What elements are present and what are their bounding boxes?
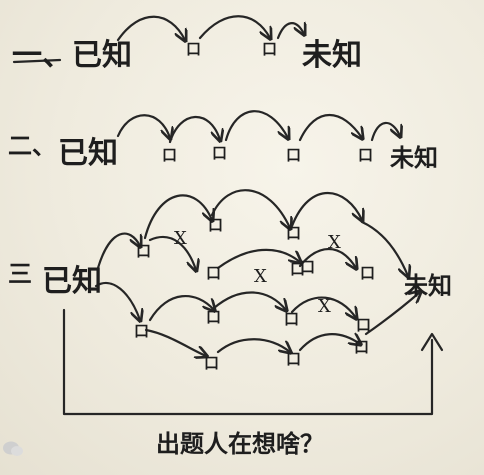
row3-step-11: 口 <box>204 354 220 372</box>
row3-step-10: 口 <box>356 316 372 334</box>
bypass-loop-arrowhead <box>420 332 444 352</box>
row3-arrow-o <box>298 334 360 352</box>
row1-step-1: 口 <box>186 40 202 58</box>
row3-unknown-label: 未知 <box>404 271 452 300</box>
row3-step-1: 口 <box>136 242 152 260</box>
row3-cross-4: X <box>318 296 331 317</box>
row1-known-label: 已知 <box>72 38 132 73</box>
row2-arrow-1 <box>116 114 170 138</box>
row2-step-1: 口 <box>162 146 178 164</box>
row3-arrow-a <box>96 232 140 270</box>
row2-step-4: 口 <box>358 146 374 164</box>
row3-step-9: 口 <box>284 310 300 328</box>
row3-arrow-g <box>216 248 300 270</box>
row3-step-6: 口 <box>360 264 376 282</box>
row2-arrow-4 <box>298 113 362 140</box>
row2-known-label: 已知 <box>58 136 118 171</box>
row3-step-5: 口 <box>290 260 306 278</box>
row3-numeral: 三 <box>8 259 32 288</box>
row2-unknown-label: 未知 <box>390 143 438 172</box>
row2-step-2: 口 <box>212 144 228 162</box>
row3-arrow-l <box>290 296 356 318</box>
row3-step-3: 口 <box>286 224 302 242</box>
row3-cross-3: X <box>254 266 267 287</box>
row3-cross-2: X <box>328 232 341 253</box>
row3-arrow-m <box>144 328 206 356</box>
row1-numeral: 一、 <box>12 38 72 73</box>
row2-arrow-3 <box>224 110 288 140</box>
row3-arrow-h <box>298 247 356 268</box>
row3-arrow-i <box>94 281 140 320</box>
row3-arrow-e <box>360 220 408 276</box>
wechat-logo-icon <box>2 440 24 468</box>
row3-arrow-b <box>143 194 212 240</box>
row3-arrow-c <box>210 189 290 228</box>
row3-step-8: 口 <box>206 308 222 326</box>
question-caption: 出题人在想啥？ <box>156 429 324 458</box>
row1-arrow-1 <box>116 15 185 40</box>
row1-arrow-2 <box>198 15 270 38</box>
row3-step-14: 口 <box>300 258 316 276</box>
bypass-loop <box>62 308 434 416</box>
row2-numeral: 二、 <box>8 131 56 160</box>
row3-step-7: 口 <box>134 322 150 340</box>
row3-arrow-j <box>148 295 214 322</box>
row3-arrow-f <box>148 235 196 270</box>
row3-step-2: 口 <box>208 216 224 234</box>
row2-arrow-5 <box>370 121 400 142</box>
row3-step-13: 口 <box>354 338 370 356</box>
row3-arrow-p <box>364 292 420 336</box>
row3-arrow-k <box>212 291 286 310</box>
row3-cross-1: X <box>174 228 187 249</box>
row3-known-label: 已知 <box>42 264 102 299</box>
row3-step-12: 口 <box>286 350 302 368</box>
row1-unknown-label: 未知 <box>302 38 362 73</box>
row1-numeral-stroke <box>12 58 62 64</box>
row3-arrow-d <box>290 191 362 228</box>
row1-step-2: 口 <box>262 40 278 58</box>
row3-step-4: 口 <box>206 264 222 282</box>
row2-step-3: 口 <box>286 146 302 164</box>
row1-arrow-3 <box>276 23 304 40</box>
row3-arrow-n <box>216 338 290 352</box>
row2-arrow-2 <box>168 115 220 142</box>
